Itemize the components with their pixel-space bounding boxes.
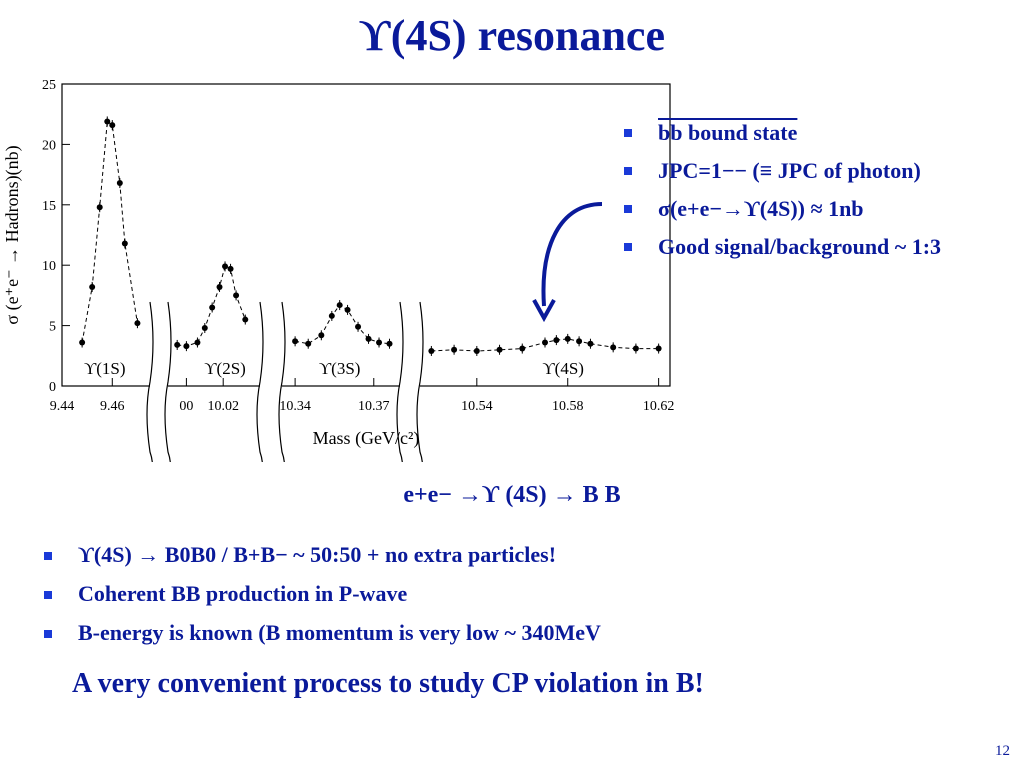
data-point: [344, 306, 351, 313]
slide-title: ϒ(4S) resonance: [359, 11, 665, 60]
x-tick-label: 10.62: [643, 399, 675, 414]
y-tick-label: 0: [49, 380, 56, 395]
data-point: [542, 339, 548, 346]
data-point: [386, 340, 393, 347]
y-tick-label: 10: [42, 259, 56, 274]
data-point: [355, 323, 362, 330]
x-tick-label: 10.02: [207, 399, 239, 414]
x-tick-label: 9.46: [100, 399, 125, 414]
data-point: [109, 122, 116, 129]
bullet-cross-section: σ(e+e−→ϒ(4S)) ≈ 1nb: [620, 196, 1000, 222]
x-tick-label: 00: [179, 399, 193, 414]
axis-break-gap: [260, 300, 282, 402]
plot-frame: [61, 83, 671, 387]
bullet-jpc: JPC=1−− (≡ JPC of photon): [620, 158, 1000, 184]
data-point: [365, 335, 372, 342]
data-point: [587, 340, 594, 347]
data-point: [655, 345, 662, 352]
data-point: [610, 344, 617, 351]
x-tick-label: 9.44: [50, 399, 75, 414]
data-point: [564, 335, 571, 342]
y-tick-label: 25: [42, 78, 56, 93]
decay-equation: e+e− →ϒ (4S) → B B: [403, 482, 621, 508]
data-point: [292, 338, 299, 345]
data-point: [201, 325, 208, 332]
bullet-energy: B-energy is known (B momentum is very lo…: [40, 620, 940, 646]
data-point: [376, 339, 383, 346]
bullet-signal-background: Good signal/background ~ 1:3: [620, 234, 1000, 260]
data-point: [183, 343, 190, 350]
data-point: [318, 332, 325, 339]
axis-break-line: [396, 301, 404, 462]
resonance-label: ϒ(3S): [319, 359, 361, 378]
data-point: [104, 118, 111, 125]
bullet-bound-state: bb bound state: [620, 120, 1000, 146]
data-point: [96, 204, 103, 211]
data-point: [242, 316, 249, 323]
data-point: [336, 302, 343, 309]
data-point: [576, 338, 583, 345]
x-tick-label: 10.34: [279, 399, 311, 414]
resonance-chart: 0 5 10 15 20 25 9.44 9.46 00 10.02 10.34 10.37 10.54…: [2, 78, 675, 462]
data-point: [79, 339, 86, 346]
data-point: [553, 337, 560, 344]
data-point: [89, 283, 96, 290]
y-axis-label: σ (e⁺e⁻ → Hadrons)(nb): [2, 145, 23, 324]
conclusion: A very convenient process to study CP vi…: [72, 668, 704, 699]
data-point: [519, 345, 526, 352]
data-point: [428, 347, 435, 354]
resonance-label: ϒ(1S): [84, 359, 126, 378]
data-point: [233, 292, 240, 299]
bullet-coherent: Coherent BB production in P-wave: [40, 581, 940, 607]
data-point: [174, 341, 181, 348]
data-point: [121, 240, 128, 247]
axis-break-gap: [400, 300, 420, 402]
resonance-label: ϒ(4S): [542, 359, 584, 378]
axis-break-line: [278, 301, 286, 462]
x-tick-label: 10.37: [358, 399, 390, 414]
x-tick-label: 10.58: [552, 399, 584, 414]
data-point: [209, 304, 216, 311]
data-point: [194, 339, 201, 346]
axis-break-gap: [150, 300, 168, 402]
data-point: [305, 340, 312, 347]
data-point: [116, 180, 123, 187]
data-point: [216, 283, 223, 290]
x-tick-label: 10.54: [461, 399, 493, 414]
data-point: [227, 265, 234, 272]
data-point: [222, 263, 229, 270]
data-point: [328, 312, 335, 319]
data-point: [451, 346, 458, 353]
summary-list: ϒ(4S) → B0B0 / B+B− ~ 50:50 + no extra p…: [40, 542, 940, 659]
y-tick-label: 15: [42, 199, 56, 214]
y-tick-label: 20: [42, 138, 56, 153]
data-point: [496, 346, 503, 353]
bullet-branching: ϒ(4S) → B0B0 / B+B− ~ 50:50 + no extra p…: [40, 542, 940, 568]
x-axis-label: Mass (GeV/c²): [313, 428, 420, 449]
axis-break-line: [164, 301, 172, 462]
property-list: bb bound state JPC=1−− (≡ JPC of photon)…: [620, 120, 1000, 272]
data-point: [632, 345, 639, 352]
axis-break-line: [256, 301, 264, 462]
pointer-arrow: [532, 202, 603, 323]
page-number: 12: [995, 743, 1010, 759]
fit-curve: [81, 120, 659, 352]
data-point: [134, 320, 141, 327]
axis-break-line: [146, 301, 154, 462]
y-tick-label: 5: [49, 320, 56, 335]
axis-break-line: [416, 301, 424, 462]
resonance-label: ϒ(2S): [204, 359, 246, 378]
data-point: [473, 347, 480, 354]
